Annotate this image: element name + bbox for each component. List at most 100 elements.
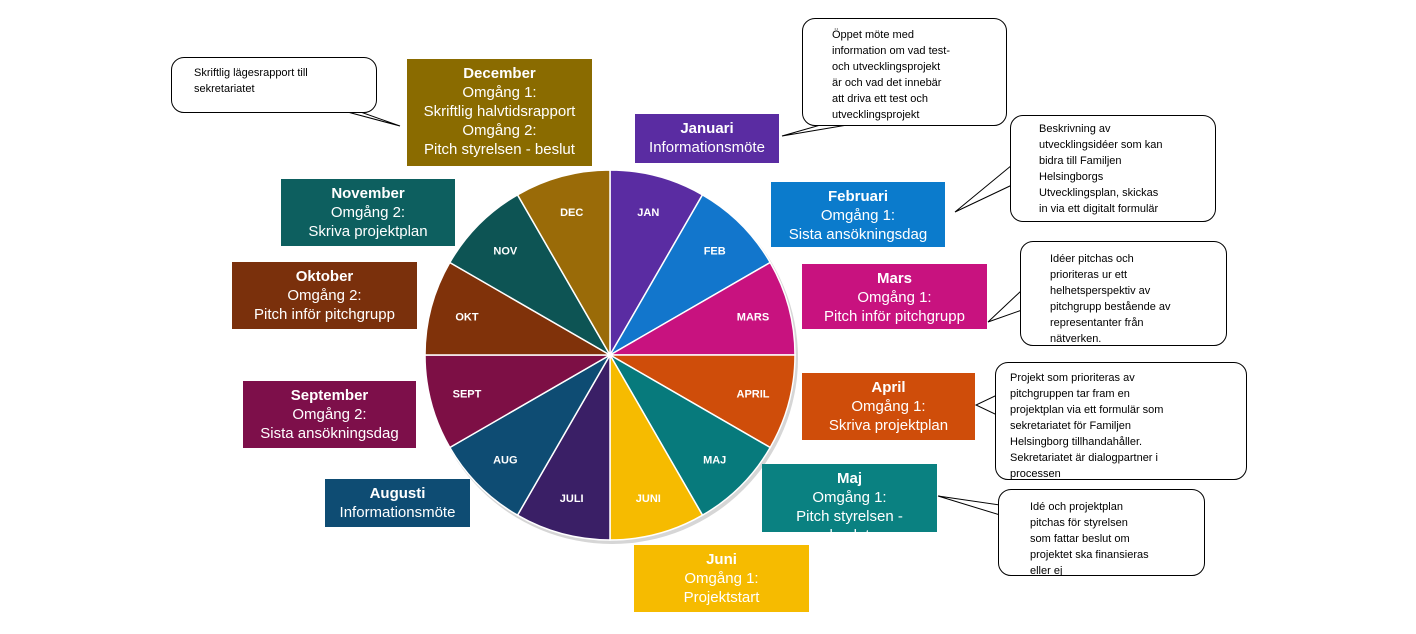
month-title: Augusti: [369, 485, 426, 502]
callout-line: processen: [1010, 468, 1061, 480]
month-line: Projektstart: [683, 589, 760, 606]
callout-line: sekretariatet för Familjen: [1010, 420, 1132, 432]
callout-line: information om vad test-: [832, 45, 950, 57]
callout-line: utvecklingsidéer som kan: [1039, 139, 1163, 151]
month-line: Omgång 1:: [462, 84, 537, 101]
callout-ide-projektplan: Idé och projektplan pitchas för styrelse…: [998, 489, 1205, 576]
callout-line: Beskrivning av: [1039, 123, 1111, 135]
wheel-label-nov: NOV: [493, 245, 518, 257]
callout-line: pitchas för styrelsen: [1030, 517, 1128, 529]
wheel-label-dec: DEC: [560, 207, 583, 219]
month-title: Februari: [827, 188, 888, 205]
callout-pointer-projekt-prio: [974, 394, 998, 416]
wheel-label-jan: JAN: [637, 207, 659, 219]
callout-line: eller ej: [1030, 565, 1063, 576]
callout-line: bidra till Familjen: [1039, 155, 1122, 167]
wheel-label-april: APRIL: [737, 388, 770, 400]
month-title: Mars: [876, 270, 913, 287]
callout-beskrivning: Beskrivning av utvecklingsidéer som kan …: [1010, 115, 1216, 222]
month-line: Pitch inför pitchgrupp: [254, 306, 395, 323]
callout-line: representanter från: [1050, 317, 1144, 329]
month-line: Omgång 2:: [462, 122, 537, 139]
callout-ideer-pitchas: Idéer pitchas och prioriteras ur ett hel…: [1020, 241, 1227, 346]
wheel-label-maj: MAJ: [703, 455, 726, 467]
callout-line: och utvecklingsprojekt: [832, 61, 941, 73]
wheel-label-mars: MARS: [737, 312, 769, 324]
month-line: Omgång 1:: [820, 207, 896, 224]
wheel-segment-jan: [609, 169, 704, 358]
wheel-label-okt: OKT: [455, 312, 479, 324]
month-line: Omgång 1:: [857, 289, 932, 306]
callout-line: Idé och projektplan: [1030, 501, 1123, 513]
wheel-segment-okt: [424, 261, 613, 356]
month-line: Sista ansökningsdag: [260, 425, 399, 442]
callout-pointer-ideer-pitchas: [987, 288, 1023, 323]
month-line: Pitch styrelsen -: [796, 508, 903, 525]
callout-line: prioriteras ur ett: [1050, 269, 1128, 281]
wheel-segment-sept: [424, 354, 613, 449]
month-line: beslut: [762, 526, 937, 532]
callout-line: Helsingborg tillhandahåller.: [1010, 436, 1143, 448]
callout-oppet-mote: Öppet möte med information om vad test- …: [802, 18, 1007, 126]
callout-line: pitchgrupp bestående av: [1050, 301, 1171, 313]
wheel-segment-dec: [516, 169, 611, 358]
wheel-segment-maj: [607, 352, 772, 517]
callout-line: projektet ska finansieras: [1030, 549, 1149, 561]
callout-line: att driva ett test och: [832, 93, 928, 105]
wheel-label-sept: SEPT: [453, 388, 482, 400]
wheel-segment-aug: [448, 352, 613, 517]
month-box-oktober: Oktober Omgång 2: Pitch inför pitchgrupp: [232, 262, 417, 329]
wheel-segment-april: [607, 354, 796, 449]
callout-line: utvecklingsprojekt: [832, 109, 920, 121]
callout-lagesrapport: Skriftlig lägesrapport till sekretariate…: [171, 57, 377, 113]
callout-line: Skriftlig lägesrapport till: [194, 67, 308, 79]
callout-line: pitchgruppen tar fram en: [1010, 388, 1130, 400]
callout-line: projektplan via ett formulär som: [1010, 404, 1164, 416]
callout-line: helhetsperspektiv av: [1050, 285, 1151, 297]
wheel-segment-juli: [516, 352, 611, 541]
month-line: Pitch inför pitchgrupp: [824, 308, 965, 325]
month-line: Omgång 2:: [330, 204, 406, 221]
callout-line: Utvecklingsplan, skickas: [1039, 187, 1159, 199]
month-line: Skriva projektplan: [828, 417, 949, 434]
wheel-segment-juni: [609, 352, 704, 541]
month-line: Skriva projektplan: [308, 223, 428, 240]
wheel-label-juni: JUNI: [636, 493, 661, 505]
callout-line: Projekt som prioriteras av: [1010, 372, 1135, 384]
month-box-december: December Omgång 1: Skriftlig halvtidsrap…: [407, 59, 592, 166]
callout-line: in via ett digitalt formulär: [1039, 203, 1159, 215]
month-line: Informationsmöte: [339, 504, 456, 521]
month-box-september: September Omgång 2: Sista ansökningsdag: [243, 381, 416, 448]
month-line: Informationsmöte: [649, 139, 765, 156]
month-title: Januari: [680, 120, 734, 137]
callout-pointer-beskrivning: [954, 163, 1013, 213]
month-title: September: [290, 387, 369, 404]
wheel-segment-nov: [448, 193, 613, 358]
month-box-november: November Omgång 2: Skriva projektplan: [281, 179, 455, 246]
wheel-label-feb: FEB: [704, 245, 726, 257]
callout-line: Helsingborgs: [1039, 171, 1104, 183]
month-box-juni: Juni Omgång 1: Projektstart: [634, 545, 809, 612]
callout-line: nätverken.: [1050, 333, 1102, 345]
wheel-label-juli: JULI: [560, 493, 584, 505]
wheel-segment-feb: [607, 193, 772, 358]
callout-line: är och vad det innebär: [832, 77, 942, 89]
callout-pointer-ide-projektplan: [937, 495, 1001, 516]
month-line: Skriftlig halvtidsrapport: [423, 103, 576, 120]
month-line: Omgång 2:: [292, 406, 367, 423]
month-line: Sista ansökningsdag: [788, 226, 928, 243]
callout-projekt-prio: Projekt som prioriteras av pitchgruppen …: [995, 362, 1247, 480]
month-line: Omgång 2:: [287, 287, 362, 304]
wheel-segment-mars: [607, 261, 796, 356]
month-box-augusti: Augusti Informationsmöte: [325, 479, 470, 527]
month-line: Omgång 1:: [851, 398, 926, 415]
month-title: December: [463, 65, 536, 82]
callout-line: sekretariatet: [194, 83, 255, 95]
month-title: November: [331, 185, 405, 202]
month-box-maj: Maj Omgång 1: Pitch styrelsen - beslut: [762, 464, 937, 532]
callout-line: Sekretariatet är dialogpartner i: [1010, 452, 1158, 464]
month-line: Pitch styrelsen - beslut: [424, 141, 575, 158]
callout-line: Öppet möte med: [832, 29, 914, 41]
callout-line: som fattar beslut om: [1030, 533, 1130, 545]
